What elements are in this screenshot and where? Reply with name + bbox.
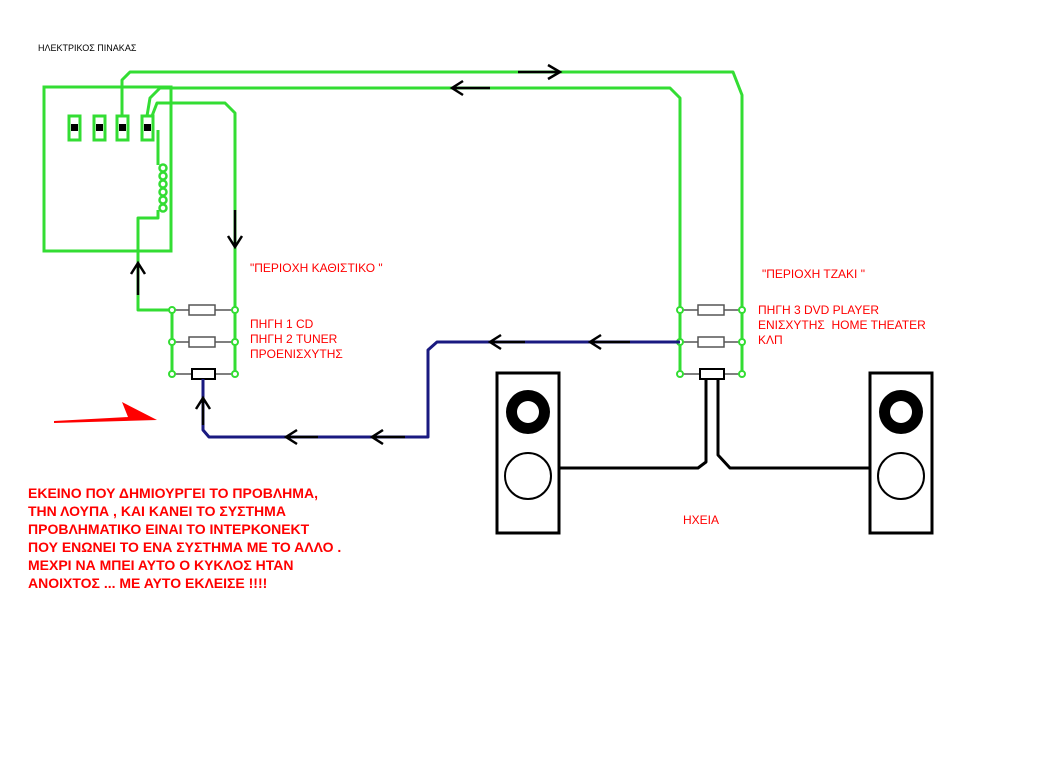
power-wiring: [120, 70, 744, 375]
power-wire-living-live: [150, 101, 237, 375]
speaker-icon: [495, 371, 561, 535]
interconnect-cable: [201, 340, 680, 439]
outlet-row: [168, 368, 239, 380]
outlet-row: [676, 336, 746, 348]
electrical-panel: [42, 85, 173, 253]
living-source-label: ΠΗΓΗ 2 TUNER: [250, 332, 338, 346]
power-wire-living-neutral: [136, 210, 174, 375]
fireplace-source-label: ΚΛΠ: [758, 333, 783, 347]
flow-arrow-icon: [487, 333, 525, 351]
outlet-row: [168, 304, 239, 316]
flow-arrow-icon: [283, 428, 318, 446]
flow-arrow-icon: [518, 63, 563, 81]
living-source-label: ΠΡΟΕΝΙΣΧΥΤΗΣ: [250, 347, 343, 361]
note-line: ΕΚΕΙΝΟ ΠΟΥ ΔΗΜΙΟΥΡΓΕΙ ΤΟ ΠΡΟΒΛΗΜΑ,: [28, 485, 318, 501]
flow-arrow-icon: [587, 333, 630, 351]
note-line: ΑΝΟΙΧΤΟΣ ... ΜΕ ΑΥΤΟ ΕΚΛΕΙΣΕ !!!!: [28, 575, 268, 591]
panel-box: [42, 85, 173, 253]
outlet-row: [676, 304, 746, 316]
breaker-icon: [140, 114, 155, 142]
speaker-icon: [868, 371, 934, 535]
breaker-icon: [67, 114, 82, 142]
note-line: ΜΕΧΡΙ ΝΑ ΜΠΕΙ ΑΥΤΟ Ο ΚΥΚΛΟΣ ΗΤΑΝ: [28, 557, 294, 573]
fireplace-equipment: [676, 304, 746, 380]
flow-arrow-icon: [369, 428, 405, 446]
speaker-cables: [560, 379, 870, 470]
fireplace-source-label: ΠΗΓΗ 3 DVD PLAYER: [758, 303, 880, 317]
note-line: ΠΟΥ ΕΝΩΝΕΙ ΤΟ ΕΝΑ ΣΥΣΤΗΜΑ ΜΕ ΤΟ ΑΛΛΟ .: [28, 539, 342, 555]
power-wire-fireplace-live: [120, 70, 744, 375]
panel-title: ΗΛΕΚΤΡΙΚΟΣ ΠΙΝΑΚΑΣ: [38, 43, 137, 53]
flow-arrow-icon: [226, 210, 244, 250]
flow-arrow-icon: [194, 395, 212, 425]
power-wire-fireplace-neutral: [145, 86, 682, 375]
note-line: ΤΗΝ ΛΟΥΠΑ , ΚΑΙ ΚΑΝΕΙ ΤΟ ΣΥΣΤΗΜΑ: [28, 503, 286, 519]
living-room-area-label: "ΠΕΡΙΟΧΗ ΚΑΘΙΣΤΙΚΟ ": [250, 261, 383, 275]
speakers-label: ΗΧΕΙΑ: [683, 513, 720, 527]
living-room-equipment: [168, 304, 239, 380]
red-arrow-icon: [54, 402, 157, 423]
outlet-row: [676, 368, 746, 380]
flow-arrow-icon: [129, 260, 147, 295]
problem-note: ΕΚΕΙΝΟ ΠΟΥ ΔΗΜΙΟΥΡΓΕΙ ΤΟ ΠΡΟΒΛΗΜΑ, ΤΗΝ Λ…: [28, 484, 341, 592]
flow-arrow-icon: [449, 79, 490, 97]
breaker-icon: [92, 114, 107, 142]
coil-icon: [158, 163, 168, 213]
fireplace-source-label: ΕΝΙΣΧΥΤΗΣ HOME THEATER: [758, 318, 926, 332]
note-line: ΠΡΟΒΛΗΜΑΤΙΚΟ ΕΙΝΑΙ ΤΟ ΙΝΤΕΡΚΟΝΕΚΤ: [28, 521, 310, 537]
outlet-row: [168, 336, 239, 348]
living-source-label: ΠΗΓΗ 1 CD: [250, 317, 314, 331]
fireplace-area-label: "ΠΕΡΙΟΧΗ ΤΖΑΚΙ ": [762, 267, 865, 281]
breaker-icon: [115, 114, 130, 142]
